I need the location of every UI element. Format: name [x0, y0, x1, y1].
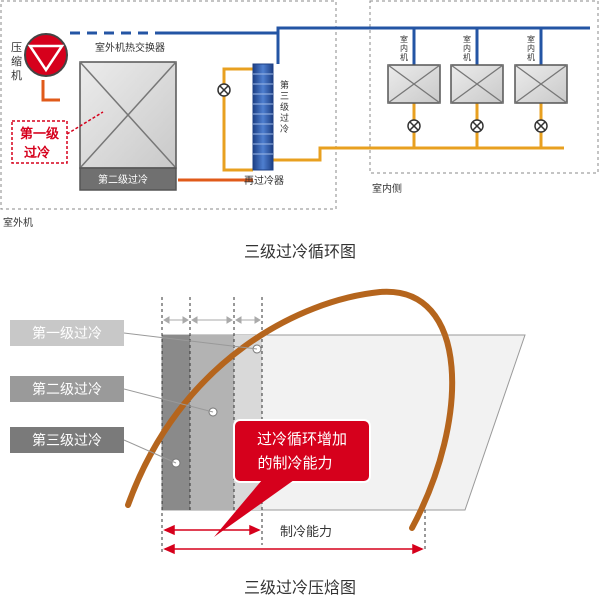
saturation-curve — [125, 288, 456, 531]
expansion-valve-icon — [470, 119, 484, 133]
expansion-valve-icon — [407, 119, 421, 133]
first-subcool-callout-line2: 过冷 — [24, 145, 50, 161]
third-subcool-label-4: 过 — [280, 112, 289, 124]
legend-third-subcool-label: 第三级过冷 — [32, 432, 102, 449]
third-subcool-label-2: 三 — [280, 92, 289, 102]
third-subcool-label-3: 级 — [280, 101, 289, 113]
compressor-label-3: 机 — [11, 68, 22, 82]
indoor-side-label: 室内侧 — [372, 182, 402, 195]
capacity-label: 制冷能力 — [280, 525, 332, 540]
outdoor-heat-exchanger-label: 室外机热交换器 — [95, 41, 165, 54]
ph-diagram: 第一级过冷 第二级过冷 第三级过冷 过冷循环增加 的制冷能力 制冷能力 三级过冷… — [10, 288, 526, 597]
indoor-unit-2-label-1: 室 — [463, 34, 471, 44]
second-subcool-label: 第二级过冷 — [98, 173, 148, 186]
third-subcool-label-1: 第 — [280, 79, 289, 91]
legend-second-subcool-label: 第二级过冷 — [32, 381, 102, 398]
cycle-diagram: 压 缩 机 室外机热交换器 第二级过冷 第一级 过冷 — [0, 0, 599, 261]
band-guides — [161, 297, 426, 552]
legend-third-subcool — [10, 427, 124, 453]
heat-exchanger-icon — [79, 61, 177, 169]
outdoor-unit-label: 室外机 — [3, 216, 33, 229]
capacity-callout — [214, 419, 371, 537]
legend-connectors — [123, 332, 258, 464]
indoor-unit-3 — [514, 33, 568, 104]
re-subcooler-label: 再过冷器 — [244, 174, 284, 187]
first-subcool-callout — [11, 111, 104, 164]
indoor-unit-1-label-2: 内 — [400, 43, 408, 53]
indoor-unit-3-label-3: 机 — [527, 52, 535, 62]
expansion-valve-icon — [534, 119, 548, 133]
outdoor-unit-box — [0, 0, 337, 210]
indoor-unit-1 — [387, 33, 441, 104]
cycle-diagram-caption: 三级过冷循环图 — [244, 242, 356, 261]
indoor-unit-2-label-2: 内 — [463, 43, 471, 53]
second-subcool-section — [79, 167, 177, 191]
capacity-arrows — [163, 524, 424, 555]
third-subcool-label-5: 冷 — [280, 123, 289, 135]
legend-first-subcool — [10, 320, 124, 346]
expansion-valve-icon — [217, 83, 231, 97]
indoor-unit-2-label-3: 机 — [463, 52, 471, 62]
legend-first-subcool-label: 第一级过冷 — [32, 325, 102, 342]
band-width-arrows — [163, 316, 261, 324]
compressor-label-2: 缩 — [11, 55, 22, 68]
indoor-unit-1-label-3: 机 — [400, 52, 408, 62]
capacity-callout-line2: 的制冷能力 — [257, 454, 332, 472]
indoor-unit-3-label-2: 内 — [527, 43, 535, 53]
legend-second-subcool — [10, 376, 124, 402]
indoor-unit-3-label-1: 室 — [527, 34, 535, 44]
compressor-label-1: 压 — [11, 41, 22, 54]
capacity-callout-line1: 过冷循环增加 — [257, 430, 347, 448]
first-subcool-callout-line1: 第一级 — [20, 126, 60, 142]
indoor-unit-1-label-1: 室 — [400, 34, 408, 44]
subcool-band-3 — [162, 335, 190, 510]
hot-liquid-pipe — [41, 80, 253, 182]
compressor-icon — [24, 33, 68, 77]
indoor-unit-2 — [450, 33, 504, 104]
indoor-side-box — [369, 0, 599, 174]
gas-pipes — [70, 26, 590, 65]
re-subcooler-stripes — [253, 73, 273, 155]
ph-diagram-caption: 三级过冷压焓图 — [244, 578, 356, 597]
